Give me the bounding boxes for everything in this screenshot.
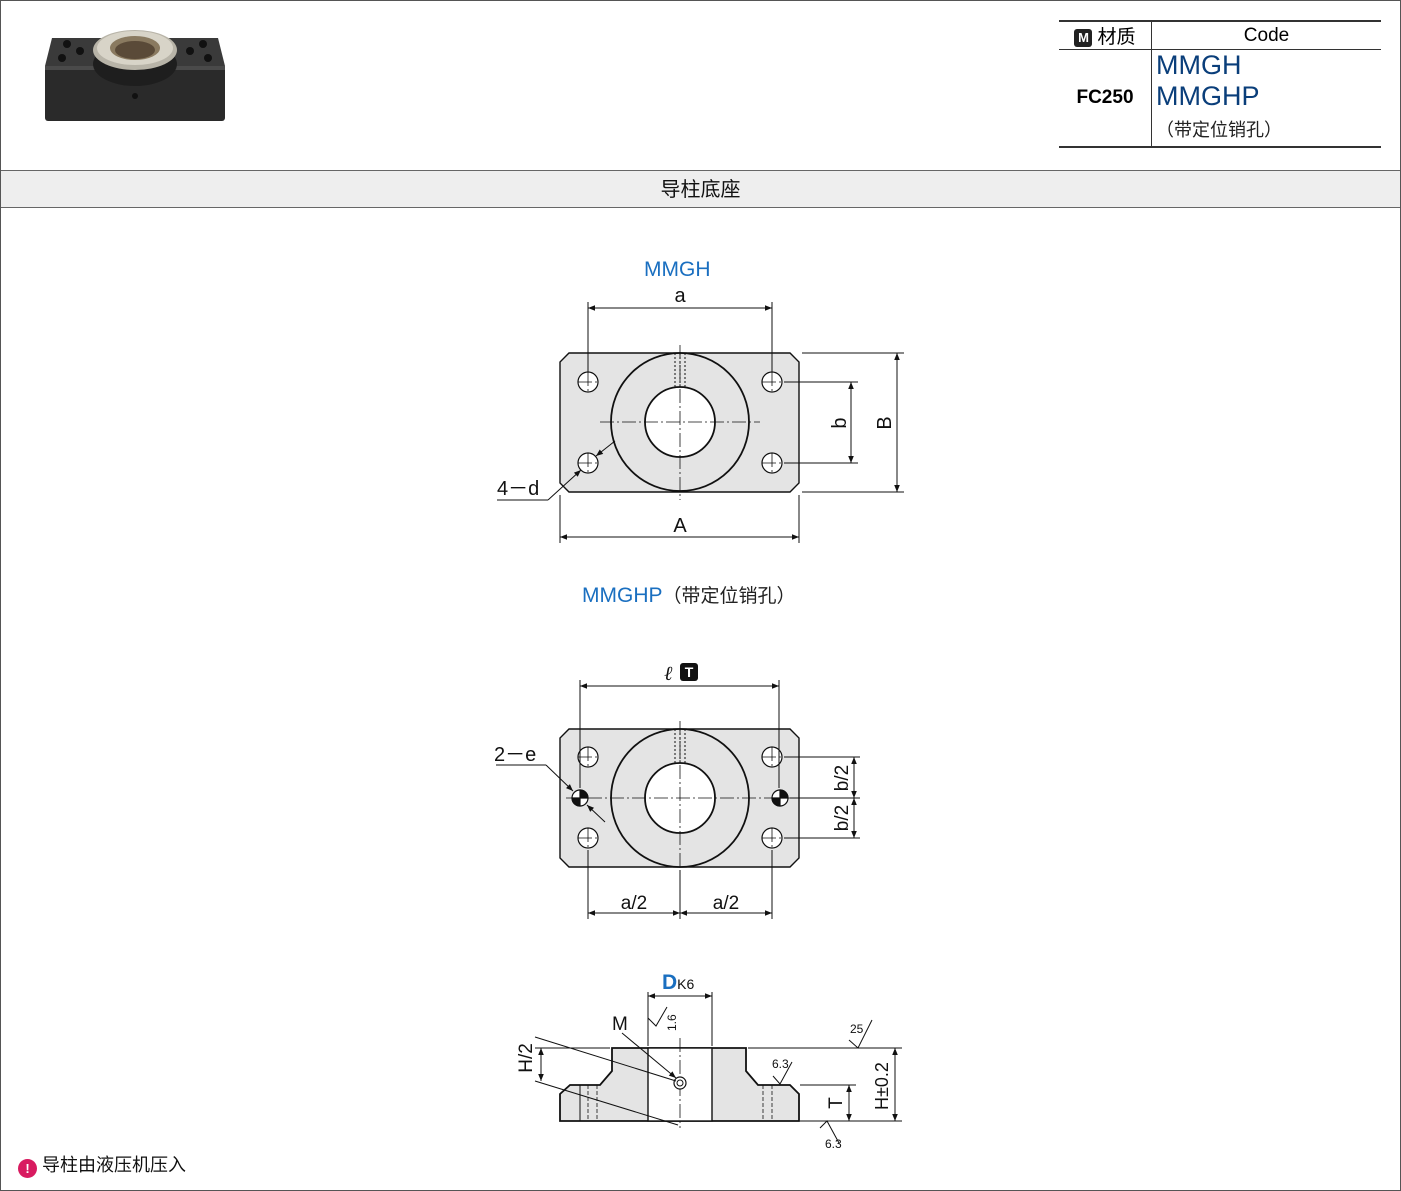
thread-label: M — [612, 1014, 628, 1035]
tolerance-badge — [680, 663, 698, 681]
dim-T-label: T — [826, 1097, 847, 1109]
dimension-lines — [497, 302, 904, 543]
roughness-bottom-label: 6.3 — [825, 1137, 842, 1151]
view-title-mmgh: MMGH — [644, 258, 711, 281]
dim-A-label: A — [673, 515, 687, 537]
top-view-mmgh — [497, 302, 904, 543]
top-view-mmghp — [496, 680, 860, 919]
dim-b-label: b — [829, 417, 851, 428]
info-icon: ! — [18, 1159, 37, 1178]
roughness-symbols — [647, 1006, 873, 1144]
dim-H-label: H±0.2 — [872, 1062, 892, 1110]
side-view — [534, 992, 902, 1144]
dim-b-half-upper: b/2 — [832, 765, 853, 791]
product-photo — [45, 30, 225, 121]
dim-a-half-right: a/2 — [713, 893, 739, 914]
code-values: MMGH MMGHP（带定位销孔） — [1151, 49, 1381, 148]
code-mmgh: MMGH — [1156, 50, 1242, 80]
material-badge: M — [1074, 29, 1093, 47]
material-value: FC250 — [1059, 49, 1152, 148]
hole-count-label: 4－d — [497, 478, 539, 500]
center-lines-2 — [566, 721, 794, 876]
dim-B-label: B — [874, 416, 896, 429]
view-title-mmghp: MMGHP（带定位销孔） — [582, 584, 796, 607]
roughness-step-label: 6.3 — [772, 1057, 789, 1071]
pin-count-label: 2－e — [494, 744, 536, 766]
dim-a-half-left: a/2 — [621, 893, 647, 914]
code-mmghp: MMGHP（带定位销孔） — [1156, 81, 1282, 140]
dim-H-half-label: H/2 — [516, 1043, 537, 1073]
dim-b-half-lower: b/2 — [832, 805, 853, 831]
dim-a-label: a — [674, 285, 686, 307]
dim-D-label: DK6 — [662, 971, 695, 994]
dimension-lines-2 — [496, 680, 860, 919]
thread-hole-side — [673, 1076, 687, 1090]
roughness-top-label: 25 — [850, 1022, 864, 1036]
center-lines — [578, 345, 782, 500]
spec-header-code: Code — [1151, 20, 1381, 50]
roughness-bore-label: 1.6 — [665, 1014, 679, 1031]
footnote-text: 导柱由液压机压入 — [42, 1155, 186, 1176]
tolerance-badge-letter: T — [685, 664, 694, 680]
section-title: 导柱底座 — [1, 170, 1400, 208]
side-dimension-lines — [534, 992, 902, 1126]
footnote: ! 导柱由液压机压入 — [18, 1151, 186, 1178]
dim-l-label: ℓ — [664, 661, 673, 685]
